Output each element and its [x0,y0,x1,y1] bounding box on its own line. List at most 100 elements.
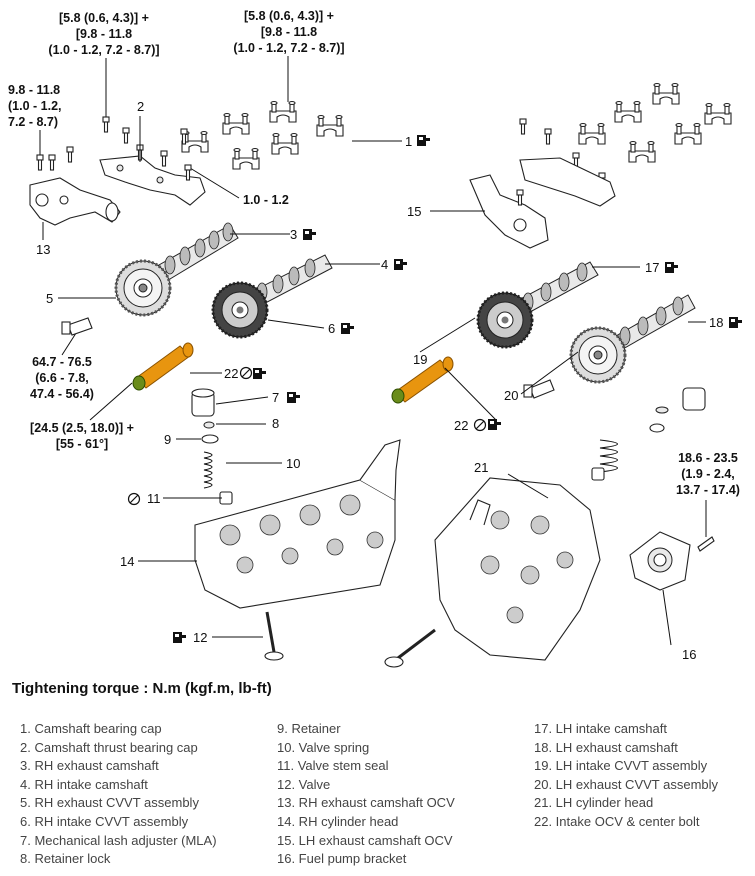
torque-line: 18.6 - 23.5 [678,451,738,465]
legend-item: 20. LH exhaust CVVT assembly [534,776,719,792]
legend-item: 21. LH cylinder head [534,795,654,811]
legend-item: 2. Camshaft thrust bearing cap [20,739,198,755]
legend-column: 9. Retainer 10. Valve spring 11. Valve s… [277,720,455,869]
legend-item: 11. Valve stem seal [277,758,389,774]
callout-2: 2 [137,99,144,114]
torque-line: 13.7 - 17.4) [676,483,740,497]
callout-8: 8 [272,416,279,431]
torque-center-bolt: [24.5 (2.5, 18.0)] + [55 - 61°] [30,421,134,451]
legend-item: 3. RH exhaust camshaft [20,758,159,774]
rh-cylinder-head [194,439,401,609]
torque-line: (1.0 - 1.2, 7.2 - 8.7)] [233,41,344,55]
lh-exhaust-camshaft [599,294,696,359]
torque-ocv-bracket: 9.8 - 11.8 (1.0 - 1.2, 7.2 - 8.7) [8,83,62,129]
legend-item: 5. RH exhaust CVVT assembly [20,795,199,811]
exploded-view-diagram: [5.8 (0.6, 4.3)] + [9.8 - 11.8 (1.0 - 1.… [8,9,742,668]
legend-item: 19. LH intake CVVT assembly [534,758,708,774]
lash-adjuster [191,388,215,417]
rh-exhaust-camshaft [149,222,239,286]
torque-cvvt-bolt: 64.7 - 76.5 (6.6 - 7.8, 47.4 - 56.4) [30,355,94,401]
lh-cvvt-bolt [523,379,555,399]
lh-thrust-bearing-cap [519,157,616,207]
retainer-lock [203,421,215,429]
callout-15: 15 [407,204,421,219]
legend-item: 4. RH intake camshaft [20,776,148,792]
callout-1: 1 [405,134,412,149]
legend-item: 10. Valve spring [277,739,370,755]
torque-leaders [39,56,707,537]
fuel-pump-bracket [629,531,715,591]
rh-intake-ocv-bolt [132,342,194,391]
torque-line: [55 - 61°] [56,437,108,451]
valve-rh [264,611,284,661]
callout-21: 21 [474,460,488,475]
torque-line: [5.8 (0.6, 4.3)] + [59,11,149,25]
legend-item: 15. LH exhaust camshaft OCV [277,832,453,848]
lh-exhaust-cvvt [569,326,627,384]
callout-5: 5 [46,291,53,306]
legend-title: Tightening torque : N.m (kgf.m, lb-ft) [12,680,272,697]
callout-17: 17 [645,260,659,275]
legend-item: 13. RH exhaust camshaft OCV [277,795,455,811]
legend-item: 7. Mechanical lash adjuster (MLA) [20,832,217,848]
callout-10: 10 [286,456,300,471]
torque-line: [24.5 (2.5, 18.0)] + [30,421,134,435]
legend-column: 17. LH intake camshaft 18. LH exhaust ca… [534,720,718,832]
rh-bearing-caps [180,100,344,170]
torque-line: 7.2 - 8.7) [8,115,58,129]
legend-item: 8. Retainer lock [20,851,111,867]
torque-line: 9.8 - 11.8 [8,83,60,97]
torque-line: [9.8 - 11.8 [261,25,317,39]
lh-valve-train [591,387,706,481]
legend-item: 16. Fuel pump bracket [277,851,407,867]
lh-cylinder-head [434,477,601,661]
torque-top-right: [5.8 (0.6, 4.3)] + [9.8 - 11.8 (1.0 - 1.… [233,9,344,55]
legend-item: 6. RH intake CVVT assembly [20,813,189,829]
legend-item: 1. Camshaft bearing cap [20,721,162,736]
torque-line: [9.8 - 11.8 [76,27,132,41]
lh-intake-ocv-bolt [391,356,454,404]
callout-leaders [42,116,706,646]
rh-exhaust-ocv [29,146,121,226]
callout-9: 9 [164,432,171,447]
callout-22: 22 [224,366,238,381]
torque-line: (1.0 - 1.2, [8,99,62,113]
callout-12: 12 [193,630,207,645]
legend-item: 22. Intake OCV & center bolt [534,813,700,829]
torque-cap-bolt: 1.0 - 1.2 [243,193,289,207]
legend-item: 12. Valve [277,776,331,792]
callout-13: 13 [36,242,50,257]
callout-20: 20 [504,388,518,403]
valve-spring [203,451,213,489]
callout-18: 18 [709,315,723,330]
torque-line: (1.0 - 1.2, 7.2 - 8.7)] [48,43,159,57]
callout-3: 3 [290,227,297,242]
valve-lh [384,628,436,668]
torque-top-left: [5.8 (0.6, 4.3)] + [9.8 - 11.8 (1.0 - 1.… [48,11,159,57]
callout-6: 6 [328,321,335,336]
legend-item: 9. Retainer [277,721,341,736]
lh-intake-cvvt [476,291,534,349]
no-reuse-icon [127,366,487,506]
rh-intake-cvvt [211,281,269,339]
callout-numbers: 1 2 3 4 5 6 7 8 9 10 11 12 13 14 15 16 1… [36,99,723,662]
torque-line: (6.6 - 7.8, [35,371,89,385]
legend-column: 1. Camshaft bearing cap 2. Camshaft thru… [20,720,217,869]
callout-4: 4 [381,257,388,272]
callout-14: 14 [120,554,134,569]
legend-item: 14. RH cylinder head [277,813,399,829]
callout-22-lh: 22 [454,418,468,433]
rh-thrust-bearing-cap [99,116,206,206]
retainer [201,434,219,444]
rh-exhaust-cvvt [114,259,172,317]
torque-line: [5.8 (0.6, 4.3)] + [244,9,334,23]
torque-line: 47.4 - 56.4) [30,387,94,401]
torque-line: (1.9 - 2.4, [681,467,735,481]
callout-19: 19 [413,352,427,367]
torque-line: 64.7 - 76.5 [32,355,92,369]
callout-7: 7 [272,390,279,405]
callout-16: 16 [682,647,696,662]
lh-exhaust-ocv [469,174,549,249]
callout-11: 11 [147,491,161,506]
cvvt-bolt [61,317,93,336]
